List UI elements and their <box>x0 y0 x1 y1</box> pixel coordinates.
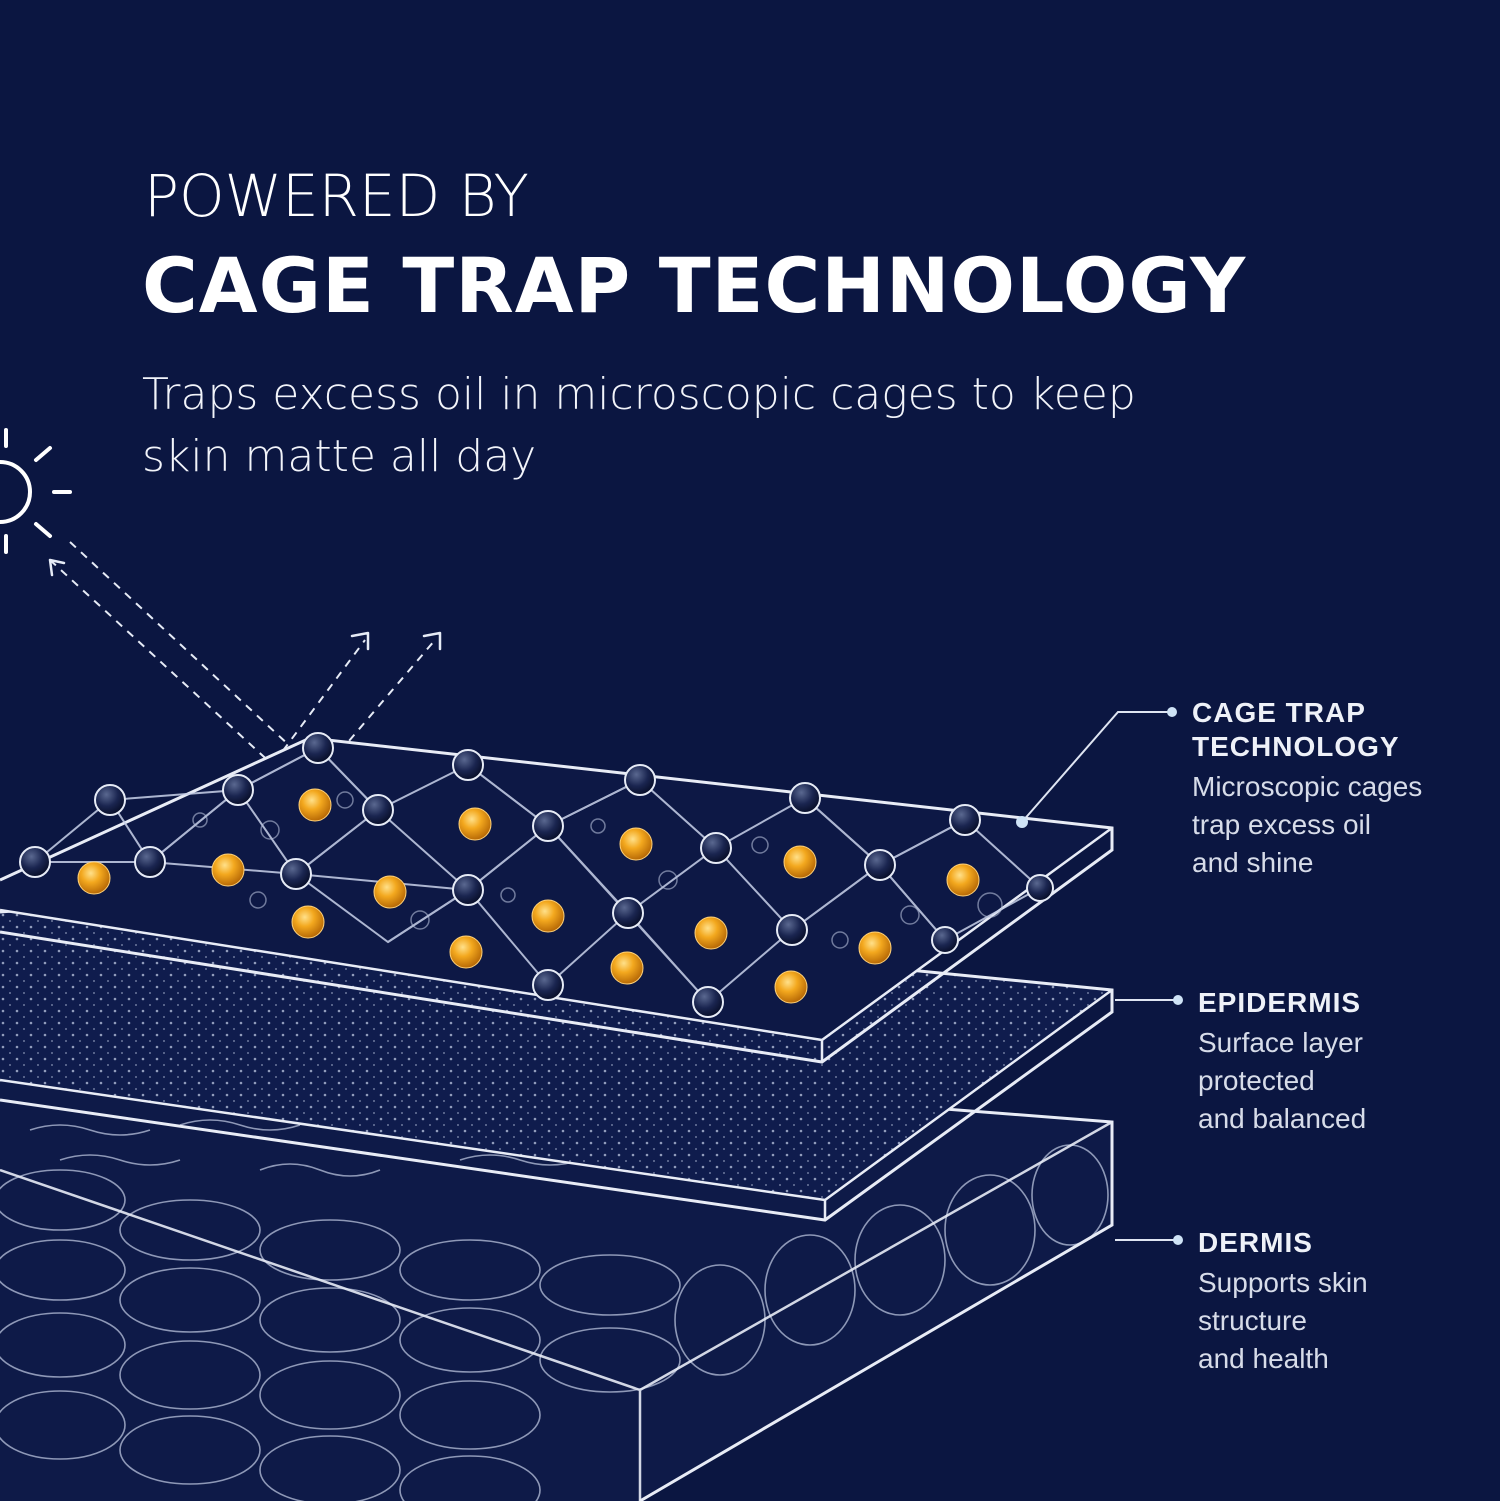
kicker: POWERED BY <box>144 162 529 230</box>
callout-title: EPIDERMIS <box>1198 987 1362 1018</box>
desc-line: Surface layer <box>1198 1027 1363 1058</box>
arrow-icon <box>49 541 436 791</box>
callout-leaders <box>1021 711 1178 1241</box>
desc-line: trap excess oil <box>1192 809 1371 840</box>
desc-line: structure <box>1198 1305 1307 1336</box>
callout-title: TECHNOLOGY <box>1192 731 1400 762</box>
callout-epidermis: EPIDERMIS Surface layer protected and ba… <box>1198 986 1366 1138</box>
cage-trap-layer <box>0 732 1114 1064</box>
sun-icon <box>0 428 72 554</box>
desc-line: and health <box>1198 1343 1329 1374</box>
callout-description: Surface layer protected and balanced <box>1198 1024 1366 1138</box>
callout-dermis: DERMIS Supports skin structure and healt… <box>1198 1226 1368 1378</box>
desc-line: protected <box>1198 1065 1315 1096</box>
callout-cage-trap: CAGE TRAP TECHNOLOGY Microscopic cages t… <box>1192 696 1422 882</box>
callout-description: Microscopic cages trap excess oil and sh… <box>1192 768 1422 882</box>
desc-line: and shine <box>1192 847 1314 878</box>
callout-description: Supports skin structure and health <box>1198 1264 1368 1378</box>
subtitle: Traps excess oil in microscopic cages to… <box>142 369 1136 482</box>
desc-line: Microscopic cages <box>1192 771 1423 802</box>
callout-title: CAGE TRAP <box>1192 697 1366 728</box>
callout-title: DERMIS <box>1198 1227 1313 1258</box>
desc-line: Supports skin <box>1198 1267 1368 1298</box>
page-title: CAGE TRAP TECHNOLOGY <box>142 241 1247 330</box>
desc-line: and balanced <box>1198 1103 1367 1134</box>
